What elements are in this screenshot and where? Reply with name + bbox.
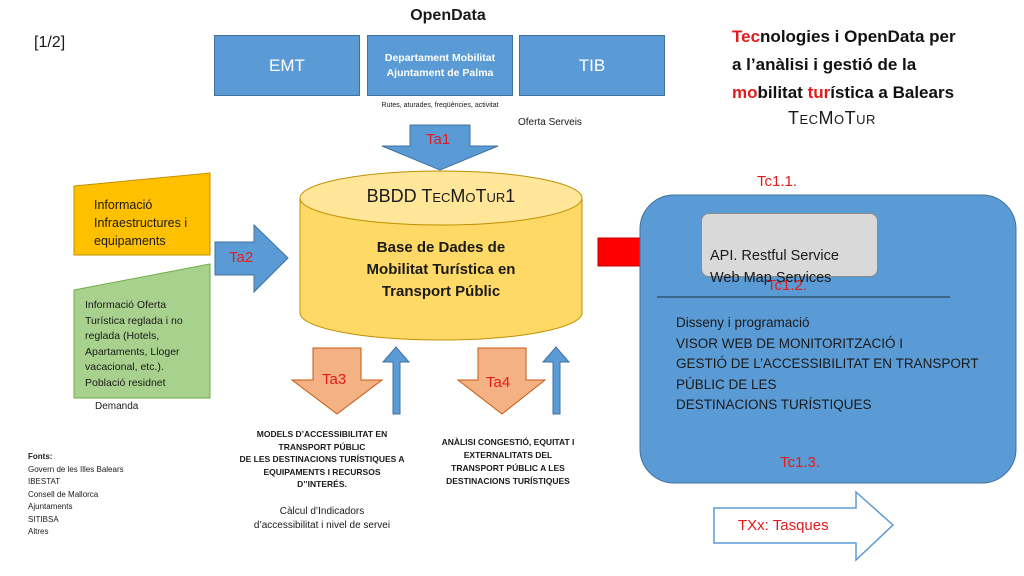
source-tib: TIB bbox=[519, 35, 665, 96]
project-title-line-1: Tecnologies i OpenData per bbox=[732, 23, 1022, 51]
opendata-caption: Rutes, aturades, freqüències, activitat bbox=[381, 102, 499, 109]
legend-label: TXx: Tasques bbox=[738, 517, 829, 534]
source-departament-mobilitat: Departament Mobilitat Ajuntament de Palm… bbox=[367, 35, 513, 96]
project-title-segment: mo bbox=[732, 83, 758, 102]
fonts-item: Consell de Mallorca bbox=[28, 489, 99, 499]
fonts-item: Ajuntaments bbox=[28, 502, 73, 511]
project-title-line-2: a l’anàlisi i gestió de la bbox=[732, 51, 1022, 79]
source-emt-label: EMT bbox=[269, 55, 305, 75]
task-ta1: Ta1 bbox=[426, 131, 451, 148]
legend-arrow bbox=[713, 490, 895, 562]
task-tc12: Tc1.2. bbox=[767, 277, 807, 294]
database-title: BBDD TecMoTur1 bbox=[330, 186, 552, 207]
infra-info-box bbox=[73, 172, 211, 256]
source-tib-label: TIB bbox=[578, 55, 606, 75]
database-body: Base de Dades de Mobilitat Turística en … bbox=[366, 239, 516, 300]
oferta-serveis: Oferta Serveis bbox=[518, 117, 582, 128]
project-title-segment: a l’anàlisi i gestió de la bbox=[732, 55, 917, 74]
task-ta4: Ta4 bbox=[486, 374, 511, 391]
ta2-arrow bbox=[214, 223, 289, 294]
source-departament-label: Departament Mobilitat Ajuntament de Palm… bbox=[384, 51, 496, 79]
ta1-arrow bbox=[381, 124, 499, 171]
calcul-output-text: Càlcul d’Indicadors d’accessibilitat i n… bbox=[253, 506, 391, 531]
fonts-item: Altres bbox=[28, 527, 49, 536]
project-title-line-3: mobilitat turística a Balears bbox=[732, 79, 1022, 107]
tourism-offer-box bbox=[73, 263, 211, 399]
database-cylinder bbox=[299, 170, 583, 341]
task-tc11: Tc1.1. bbox=[757, 173, 798, 190]
task-tc13: Tc1.3. bbox=[780, 454, 821, 471]
ta4-arrow bbox=[456, 347, 547, 415]
project-title-segment: nologies i OpenData per bbox=[760, 27, 956, 46]
project-title-segment: bilitat bbox=[757, 83, 808, 102]
opendata-title: OpenData bbox=[410, 7, 486, 24]
database-title-text: BBDD TecMoTur1 bbox=[366, 186, 516, 206]
analisi-output-text: ANÀLISI CONGESTIÓ, EQUITAT I EXTERNALITA… bbox=[441, 437, 575, 486]
task-ta2: Ta2 bbox=[229, 249, 254, 266]
ta4-up-arrow bbox=[541, 346, 571, 415]
api-box-text: API. Restful Service Web Map Services bbox=[710, 248, 839, 286]
page-number: [1/2] bbox=[34, 34, 66, 51]
ta3-up-arrow bbox=[381, 346, 411, 415]
infra-info-text: Informació Infraestructures i equipament… bbox=[94, 198, 188, 248]
visor-text: Disseny i programació VISOR WEB DE MONIT… bbox=[676, 315, 979, 412]
project-title-segment: tur bbox=[807, 83, 831, 102]
fonts-title: Fonts: bbox=[28, 452, 53, 461]
models-output-text: MODELS D’ACCESSIBILITAT EN TRANSPORT PÚB… bbox=[239, 429, 405, 489]
fonts-item: SITIBSA bbox=[28, 514, 59, 524]
source-emt: EMT bbox=[214, 35, 360, 96]
fonts-item: IBESTAT bbox=[28, 477, 61, 486]
fonts-list: Fonts: Govern de les Illes Balears IBEST… bbox=[28, 451, 124, 539]
tourism-offer-text: Informació Oferta Turística reglada i no… bbox=[85, 299, 183, 389]
demanda-label: Demanda bbox=[95, 401, 139, 412]
fonts-item: Govern de les Illes Balears bbox=[28, 464, 124, 474]
project-title-segment: Tec bbox=[732, 27, 761, 46]
project-title-segment: ística a Balears bbox=[830, 83, 955, 102]
ta3-arrow bbox=[290, 347, 384, 415]
task-ta3: Ta3 bbox=[322, 371, 347, 388]
project-acronym: TecMoTur bbox=[788, 108, 876, 128]
project-title: Tecnologies i OpenData per a l’anàlisi i… bbox=[732, 23, 1022, 107]
api-box: API. Restful Service Web Map Services bbox=[701, 213, 878, 286]
